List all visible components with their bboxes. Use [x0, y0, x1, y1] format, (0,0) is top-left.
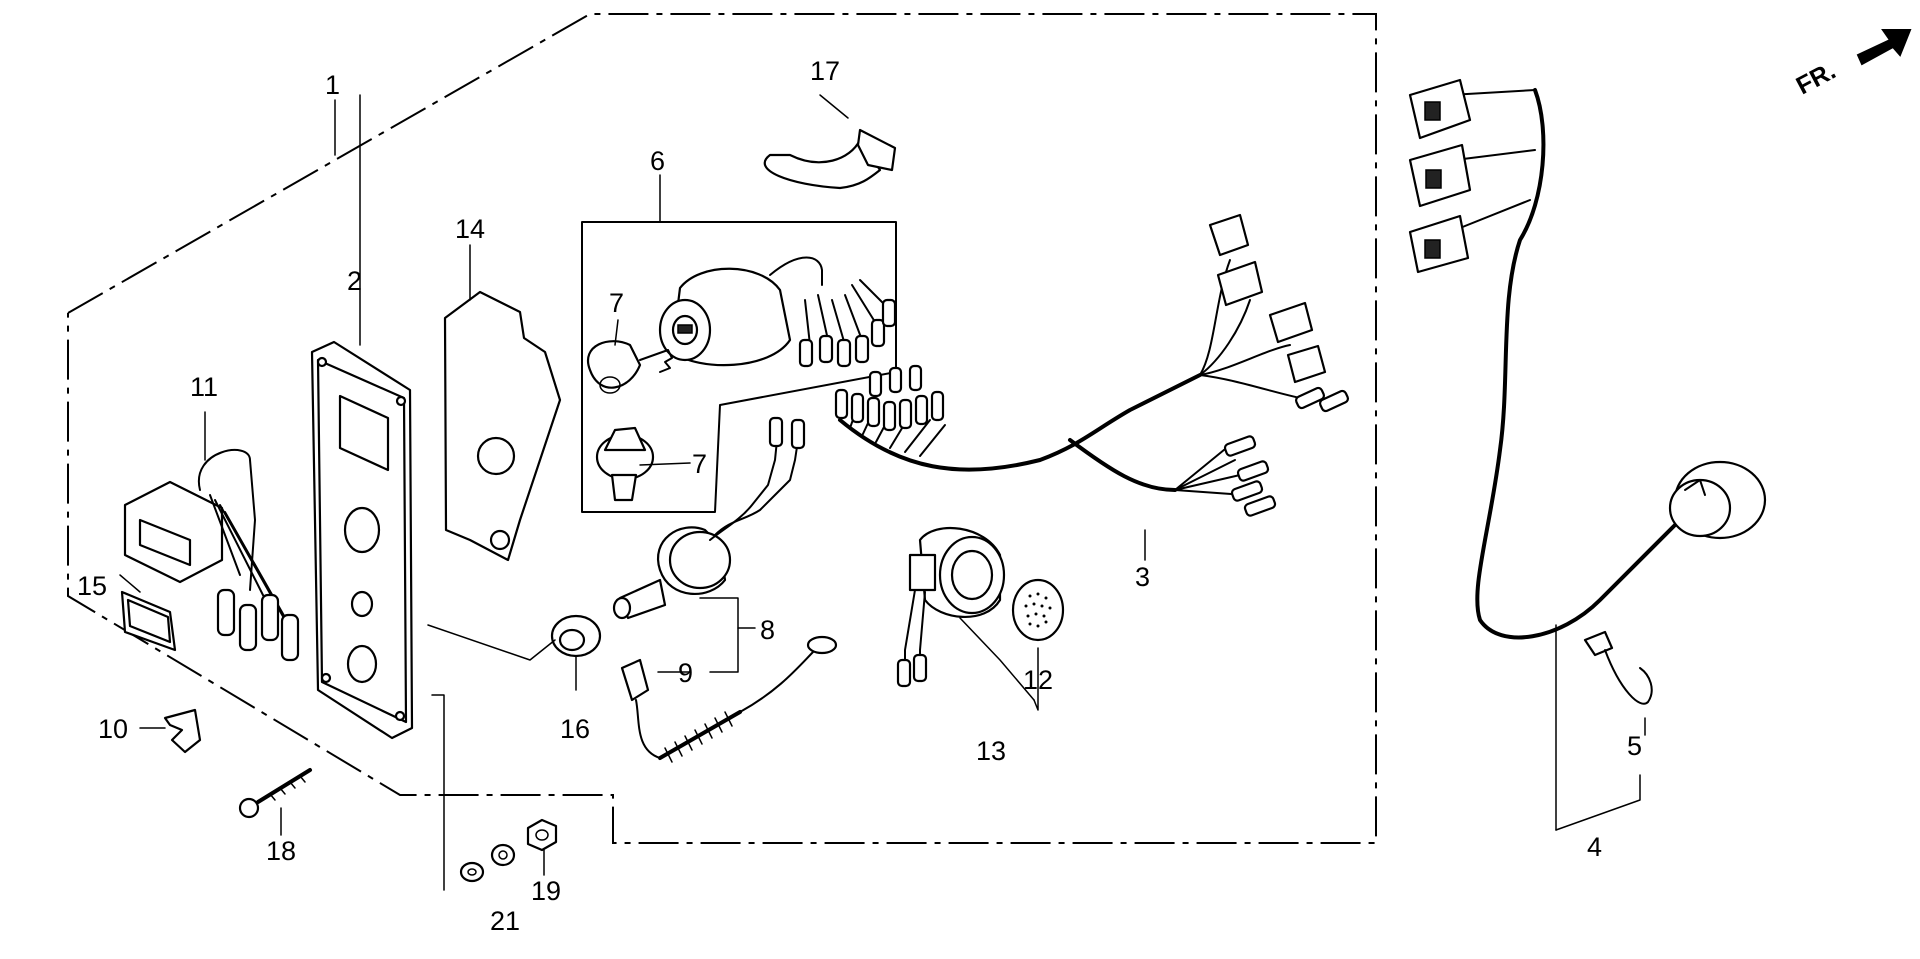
part-21-washer [459, 861, 485, 883]
part-4-extension-harness [1408, 78, 1767, 831]
callout-5: 5 [1627, 731, 1642, 761]
callout-13: 13 [976, 736, 1006, 766]
callout-3: 3 [1135, 562, 1150, 592]
part-3-main-harness [834, 213, 1350, 517]
callout-16: 16 [560, 714, 590, 744]
part-14-bracket [443, 244, 562, 562]
fr-label: FR. [1792, 57, 1841, 101]
front-direction-indicator: FR. [1792, 29, 1912, 101]
part-7-key [586, 340, 673, 394]
part-21-lockwasher [490, 843, 516, 867]
part-19-nut [526, 818, 558, 852]
part-16-grommet [550, 614, 602, 658]
part-6-ignition-switch [658, 256, 897, 368]
part-10-clip [163, 708, 202, 754]
part-18-screw [238, 768, 312, 819]
part-6-terminals [798, 298, 897, 368]
part-4-round-connector [1668, 460, 1767, 540]
part-3-connectors [1208, 213, 1350, 517]
callout-6: 6 [650, 146, 665, 176]
callout-11: 11 [190, 372, 218, 402]
part-8-stop-switch [612, 416, 806, 620]
part-4-connectors [1408, 78, 1472, 274]
callout-12: 12 [1023, 665, 1053, 695]
part-11-terminals [216, 588, 300, 662]
fr-arrow-icon [1856, 29, 1912, 66]
part-13-buzzer [896, 526, 1006, 688]
assembly-boundary [67, 13, 1377, 844]
part-5-clamp [1583, 630, 1653, 705]
part-2-panel-plate [310, 94, 414, 740]
callout-14: 14 [455, 214, 485, 244]
callouts: 1 2 3 4 5 6 7 7 8 9 10 11 12 13 14 15 16… [77, 56, 1642, 936]
part-9-lanyard [620, 635, 838, 763]
callout-7-cap: 7 [692, 449, 707, 479]
callout-21: 21 [490, 906, 520, 936]
callout-9: 9 [678, 658, 693, 688]
part-17-cable-tie [763, 128, 897, 190]
callout-18: 18 [266, 836, 296, 866]
part-6-group-frame [581, 221, 897, 513]
leader-lines [119, 94, 1646, 891]
part-3-terminal-bundle [834, 364, 946, 457]
callout-10: 10 [98, 714, 128, 744]
part-11-switch [123, 449, 300, 662]
part-7-cap [595, 426, 655, 502]
callout-8: 8 [760, 615, 775, 645]
callout-19: 19 [531, 876, 561, 906]
callout-2: 2 [347, 266, 362, 296]
callout-15: 15 [77, 571, 107, 601]
callout-4: 4 [1587, 832, 1602, 862]
callout-1: 1 [325, 70, 340, 100]
part-12-buzzer-grille [1011, 578, 1065, 642]
callout-17: 17 [810, 56, 840, 86]
part-15-label-plate [120, 590, 177, 652]
callout-7-key: 7 [609, 288, 624, 318]
